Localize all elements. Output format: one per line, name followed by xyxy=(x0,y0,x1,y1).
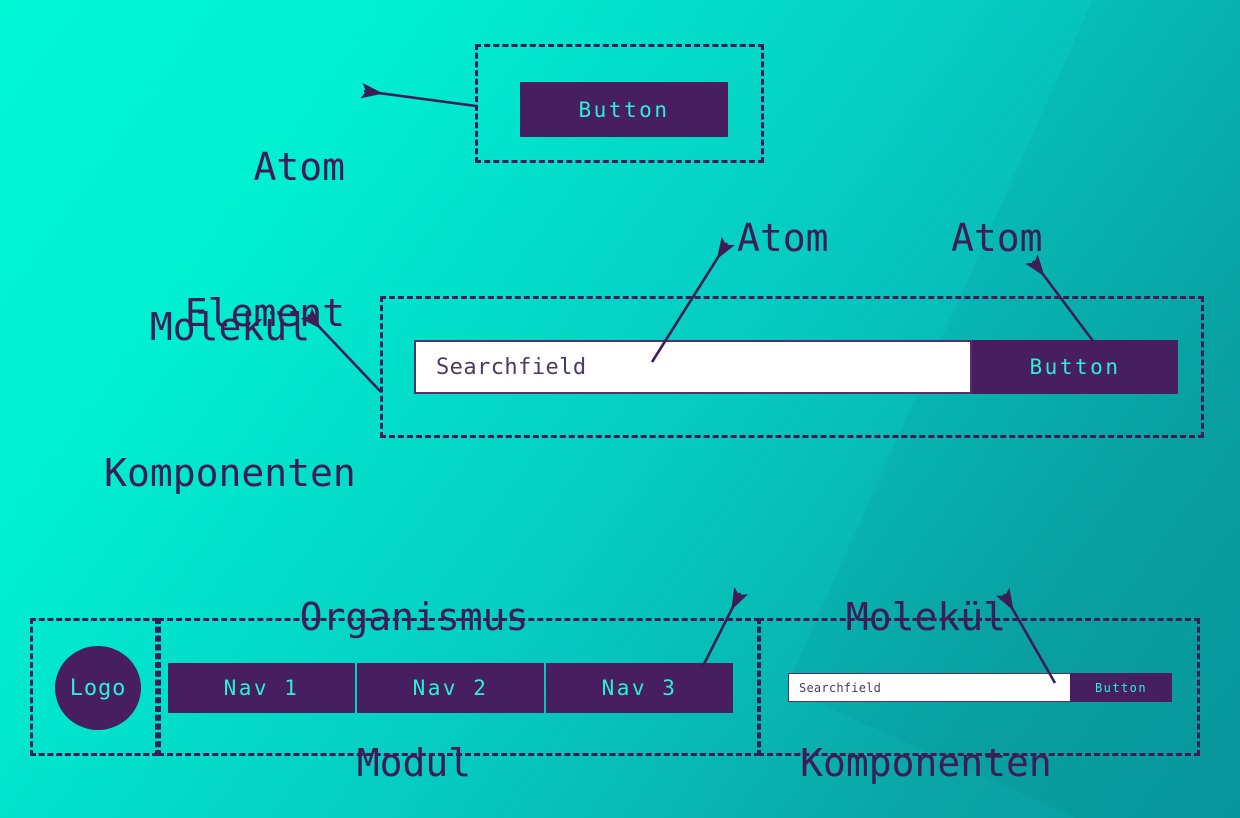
molecule-label: Molekül Komponenten xyxy=(56,206,404,595)
organism-logo-dashed-container xyxy=(30,618,158,756)
organism-search-input[interactable]: Searchfield xyxy=(788,673,1072,702)
organism-search-placeholder: Searchfield xyxy=(799,680,882,695)
molecule-search-button[interactable]: Button xyxy=(972,340,1178,394)
nav-button-1[interactable]: Nav 1 xyxy=(168,663,355,713)
organism-molecule-label-line1: Molekül xyxy=(845,595,1007,640)
arrow-atom-element xyxy=(360,82,477,108)
organism-label-line2: Modul xyxy=(356,741,472,786)
organism-logo[interactable]: Logo xyxy=(55,646,141,730)
molecule-atom-label-left: Atom xyxy=(737,216,829,260)
atom-button[interactable]: Button xyxy=(520,82,728,137)
organism-molecule-label: Molekül Komponenten xyxy=(700,496,1152,818)
organism-molecule-label-line2: Komponenten xyxy=(800,741,1052,786)
nav-button-3[interactable]: Nav 3 xyxy=(546,663,733,713)
atom-dashed-container xyxy=(475,44,764,163)
molecule-atom-label-right: Atom xyxy=(951,216,1043,260)
nav-button-2[interactable]: Nav 2 xyxy=(357,663,544,713)
molecule-search-input[interactable]: Searchfield xyxy=(414,340,972,394)
molecule-label-line1: Molekül xyxy=(149,305,311,350)
organism-label-line1: Organismus xyxy=(299,595,529,640)
organism-search-dashed-container xyxy=(758,618,1200,756)
organism-search-button[interactable]: Button xyxy=(1070,673,1172,702)
molecule-search-placeholder: Searchfield xyxy=(436,354,587,380)
organism-label: Organismus Modul xyxy=(228,496,600,818)
atom-element-label-line1: Atom xyxy=(253,145,345,190)
molecule-label-line2: Komponenten xyxy=(104,451,356,496)
